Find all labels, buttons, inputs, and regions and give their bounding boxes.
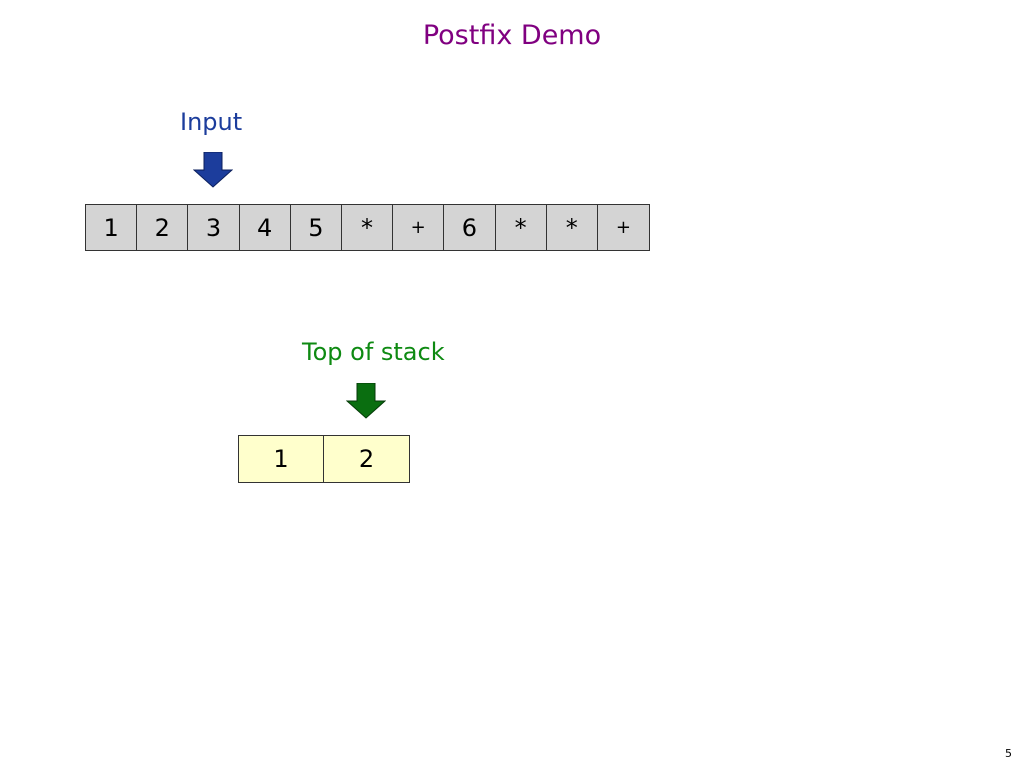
stack-item-cell: 1 — [239, 436, 324, 482]
input-token-cell: 6 — [444, 205, 496, 250]
input-pointer-arrow-icon — [193, 152, 233, 188]
input-token-cell: * — [546, 205, 598, 250]
stack-pointer-arrow-icon — [346, 383, 386, 419]
input-token-cell: + — [597, 205, 650, 250]
input-label: Input — [180, 108, 243, 136]
input-token-cell: 5 — [290, 205, 342, 250]
input-token-cell: 4 — [239, 205, 291, 250]
input-token-cell: * — [495, 205, 547, 250]
top-of-stack-label: Top of stack — [302, 338, 445, 366]
input-token-cell: 3 — [188, 205, 240, 250]
input-token-cell: 1 — [86, 205, 138, 250]
input-token-cell: * — [341, 205, 394, 250]
input-token-cell: + — [393, 205, 445, 250]
stack-item-cell: 2 — [324, 436, 409, 482]
input-token-cell: 2 — [137, 205, 189, 250]
page-number: 5 — [1005, 747, 1012, 760]
slide-title: Postfix Demo — [422, 20, 602, 51]
